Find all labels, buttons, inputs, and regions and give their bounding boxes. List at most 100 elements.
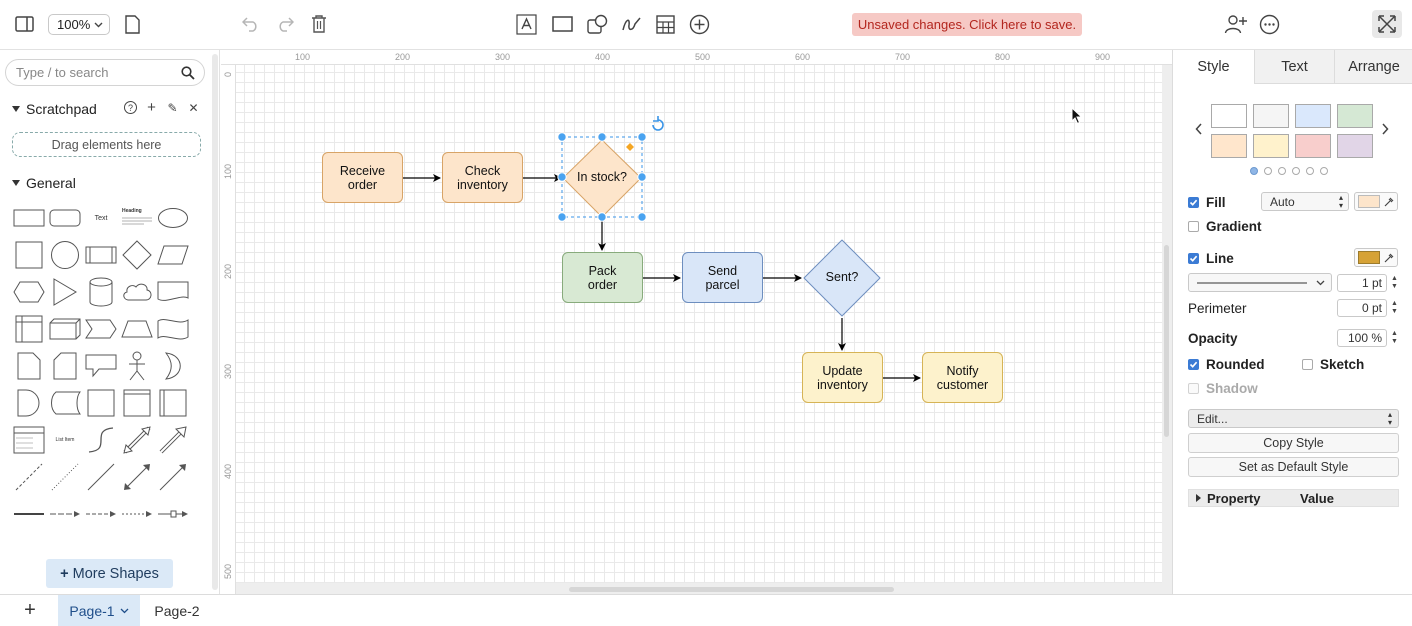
pagination-dot[interactable] <box>1264 167 1272 175</box>
shape-arrow[interactable] <box>155 422 191 458</box>
shape-container[interactable] <box>83 385 119 421</box>
node-receive-order[interactable]: Receive order <box>322 152 403 203</box>
shape-bidirectional-arrow[interactable] <box>119 422 155 458</box>
shape-cloud[interactable] <box>119 274 155 310</box>
node-update-inventory[interactable]: Update inventory <box>802 352 883 403</box>
shape-bidirectional-connector[interactable] <box>119 459 155 495</box>
freehand-icon[interactable] <box>620 13 642 35</box>
shape-hexagon[interactable] <box>11 274 47 310</box>
line-width-input[interactable]: 1 pt <box>1337 274 1387 292</box>
shape-data-storage[interactable] <box>47 385 83 421</box>
style-swatch[interactable] <box>1253 134 1289 158</box>
chevron-left-icon[interactable] <box>1195 123 1203 135</box>
resize-handle[interactable] <box>637 212 647 222</box>
pagination-dot[interactable] <box>1306 167 1314 175</box>
stepper-icon[interactable]: ▲▼ <box>1391 300 1398 315</box>
line-pattern-select[interactable] <box>1188 273 1332 292</box>
chevron-down-icon[interactable] <box>120 608 129 614</box>
shape-internal-storage[interactable] <box>11 311 47 347</box>
shape-list[interactable] <box>11 422 47 458</box>
shape-triangle[interactable] <box>47 274 83 310</box>
shape-card[interactable] <box>47 348 83 384</box>
style-swatch[interactable] <box>1211 134 1247 158</box>
edit-style-select[interactable]: Edit... ▴▾ <box>1188 409 1399 428</box>
page-tab-page-2[interactable]: Page-2 <box>154 602 200 619</box>
shape-ellipse[interactable] <box>155 200 191 236</box>
sketch-checkbox[interactable] <box>1302 359 1313 370</box>
node-notify-customer[interactable]: Notify customer <box>922 352 1003 403</box>
set-default-style-button[interactable]: Set as Default Style <box>1188 457 1399 477</box>
line-checkbox[interactable] <box>1188 253 1199 264</box>
more-icon[interactable] <box>1258 13 1280 35</box>
rounded-checkbox[interactable] <box>1188 359 1199 370</box>
shape-note[interactable] <box>11 348 47 384</box>
pagination-dot[interactable] <box>1292 167 1300 175</box>
shape-link[interactable] <box>11 496 47 532</box>
diagram-canvas[interactable]: 100 200 300 400 500 600 700 800 900 0 10… <box>221 50 1172 594</box>
shape-step[interactable] <box>83 311 119 347</box>
table-icon[interactable] <box>654 14 676 34</box>
horizontal-scrollbar[interactable] <box>569 587 894 592</box>
style-swatch[interactable] <box>1337 104 1373 128</box>
sidebar-toggle-icon[interactable] <box>14 15 34 33</box>
node-check-inventory[interactable]: Check inventory <box>442 152 523 203</box>
undo-icon[interactable] <box>241 14 261 34</box>
edit-icon[interactable]: ✎ <box>167 100 178 115</box>
rotate-icon[interactable] <box>652 116 664 131</box>
scratchpad-drop-zone[interactable]: Drag elements here <box>12 132 201 157</box>
shape-trapezoid[interactable] <box>119 311 155 347</box>
redo-icon[interactable] <box>275 14 295 34</box>
stepper-icon[interactable]: ▲▼ <box>1391 330 1398 345</box>
delete-icon[interactable] <box>309 14 329 34</box>
shape-heading[interactable]: Heading <box>119 200 155 236</box>
shape-rounded-rectangle[interactable] <box>47 200 83 236</box>
style-swatch[interactable] <box>1253 104 1289 128</box>
node-send-parcel[interactable]: Send parcel <box>682 252 763 303</box>
vertical-scrollbar[interactable] <box>1164 245 1169 437</box>
shape-and[interactable] <box>11 385 47 421</box>
shape-circle[interactable] <box>47 237 83 273</box>
shape-cylinder[interactable] <box>83 274 119 310</box>
resize-handle[interactable] <box>597 132 607 142</box>
shape-cube[interactable] <box>47 311 83 347</box>
help-icon[interactable]: ? <box>124 101 137 114</box>
shadow-checkbox[interactable] <box>1188 383 1199 394</box>
more-shapes-button[interactable]: + More Shapes <box>46 559 173 588</box>
search-icon[interactable] <box>181 66 195 80</box>
text-icon[interactable] <box>515 13 537 35</box>
gradient-checkbox[interactable] <box>1188 221 1199 232</box>
shape-square[interactable] <box>11 237 47 273</box>
shape-search-input[interactable]: Type / to search <box>5 59 205 86</box>
shape-rectangle[interactable] <box>11 200 47 236</box>
node-pack-order[interactable]: Pack order <box>562 252 643 303</box>
grid-area[interactable] <box>236 65 1162 583</box>
perimeter-input[interactable]: 0 pt <box>1337 299 1387 317</box>
shape-diamond[interactable] <box>119 237 155 273</box>
shape-text[interactable]: Text <box>94 214 108 222</box>
pagination-dot[interactable] <box>1320 167 1328 175</box>
shape-directional-connector[interactable] <box>155 459 191 495</box>
chevron-right-icon[interactable] <box>1381 123 1389 135</box>
node-sent-diamond[interactable] <box>803 239 881 317</box>
zoom-select[interactable]: 100% <box>48 14 110 35</box>
resize-handle[interactable] <box>637 172 647 182</box>
page-tab-page-1[interactable]: Page-1 <box>58 595 140 626</box>
shape-connector-label[interactable] <box>83 496 119 532</box>
scratchpad-header[interactable]: Scratchpad <box>12 101 97 117</box>
style-swatch[interactable] <box>1337 134 1373 158</box>
insert-icon[interactable] <box>688 13 710 35</box>
style-swatch[interactable] <box>1295 134 1331 158</box>
style-swatch[interactable] <box>1295 104 1331 128</box>
resize-handle[interactable] <box>637 132 647 142</box>
fill-color-button[interactable] <box>1354 192 1398 211</box>
pagination-dot[interactable] <box>1278 167 1286 175</box>
shape-dotted-line[interactable] <box>47 459 83 495</box>
fill-checkbox[interactable] <box>1188 197 1199 208</box>
tab-arrange[interactable]: Arrange <box>1334 50 1412 84</box>
unsaved-banner[interactable]: Unsaved changes. Click here to save. <box>852 13 1082 36</box>
shape-line[interactable] <box>83 459 119 495</box>
shape-document[interactable] <box>155 274 191 310</box>
add-page-button[interactable]: + <box>24 599 36 621</box>
shape-list-item[interactable]: List Item <box>55 437 75 443</box>
rectangle-icon[interactable] <box>551 14 573 34</box>
